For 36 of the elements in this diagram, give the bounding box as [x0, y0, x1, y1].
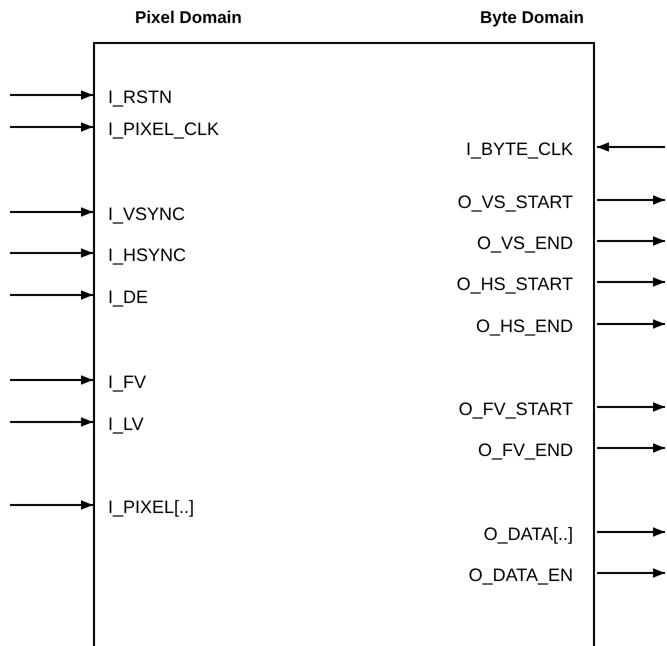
signal-arrow — [10, 122, 93, 132]
pin-label: O_HS_END — [476, 315, 573, 337]
signal-arrow — [10, 375, 93, 385]
signal-arrow — [597, 319, 665, 329]
domain-heading: Byte Domain — [480, 8, 584, 28]
signal-arrow — [597, 568, 665, 578]
pin-label: I_RSTN — [108, 86, 172, 108]
pin-label: I_BYTE_CLK — [466, 138, 573, 160]
signal-arrow — [597, 277, 665, 287]
signal-arrow — [597, 443, 665, 453]
signal-arrow — [10, 417, 93, 427]
pin-label: I_DE — [108, 286, 148, 308]
signal-arrow — [597, 402, 665, 412]
pin-label: O_DATA_EN — [468, 564, 573, 586]
signal-arrow — [10, 500, 93, 510]
pin-label: O_FV_START — [458, 398, 573, 420]
signal-arrow — [597, 236, 665, 246]
pin-label: I_FV — [108, 371, 146, 393]
pin-label: O_VS_END — [476, 232, 573, 254]
pin-label: I_VSYNC — [108, 203, 186, 225]
pin-label: O_VS_START — [458, 191, 573, 213]
signal-arrow — [10, 90, 93, 100]
domain-heading: Pixel Domain — [135, 8, 242, 28]
signal-arrow — [597, 195, 665, 205]
signal-arrow — [597, 527, 665, 537]
pin-label: I_HSYNC — [108, 244, 186, 266]
signal-arrow — [10, 290, 93, 300]
pin-label: I_LV — [108, 413, 144, 435]
pin-label: O_DATA[..] — [484, 523, 573, 545]
pin-label: I_PIXEL[..] — [108, 496, 194, 518]
pin-label: O_HS_START — [456, 273, 573, 295]
signal-arrow — [10, 207, 93, 217]
pin-label: O_FV_END — [478, 439, 573, 461]
signal-arrow — [597, 142, 665, 152]
pin-label: I_PIXEL_CLK — [108, 118, 220, 140]
signal-arrow — [10, 248, 93, 258]
